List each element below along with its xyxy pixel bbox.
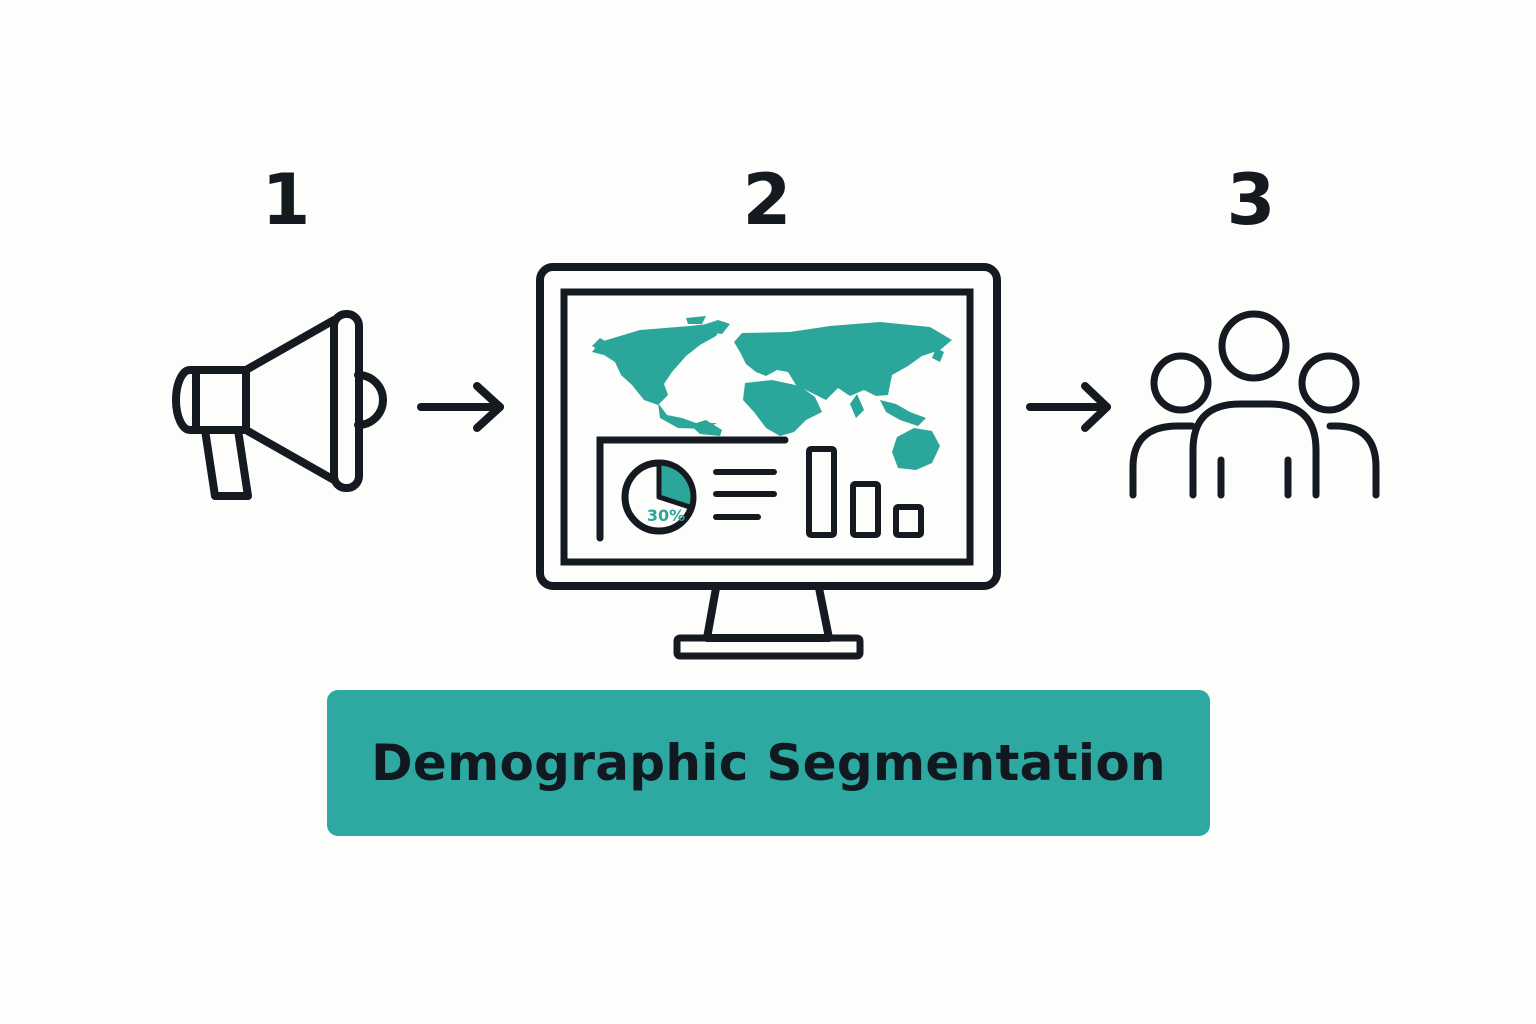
dashboard-panel: 30% — [596, 436, 924, 542]
banner-label: Demographic Segmentation — [371, 734, 1166, 792]
megaphone-icon — [172, 310, 387, 500]
pie-slice-highlight — [656, 460, 696, 511]
people-group-icon — [1129, 310, 1380, 499]
step-number-3: 3 — [1226, 159, 1276, 241]
arrow-right-icon — [1026, 382, 1111, 432]
pie-chart: 30% — [621, 459, 697, 535]
pie-percent-label: 30% — [647, 506, 685, 525]
demographic-segmentation-banner: Demographic Segmentation — [327, 690, 1210, 836]
bar-chart — [806, 446, 924, 538]
world-map — [592, 316, 952, 470]
step-number-1: 1 — [261, 159, 311, 241]
text-lines — [713, 469, 777, 520]
computer-monitor-icon: 30% — [536, 263, 1001, 660]
step-number-2: 2 — [742, 159, 792, 241]
arrow-right-icon — [417, 382, 504, 432]
